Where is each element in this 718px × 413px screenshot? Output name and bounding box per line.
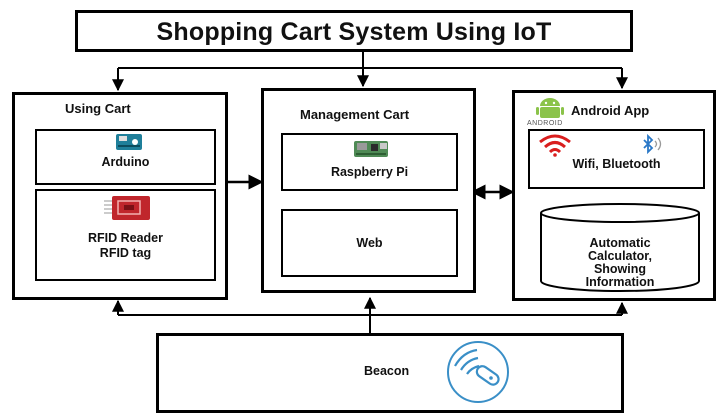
bluetooth-icon bbox=[643, 133, 662, 155]
management-cart-box: Management Cart Raspberry Pi Web bbox=[261, 88, 476, 293]
arduino-box: Arduino bbox=[35, 129, 216, 185]
beacon-icon bbox=[447, 341, 509, 403]
web-label: Web bbox=[356, 236, 383, 250]
management-cart-label: Management Cart bbox=[300, 107, 410, 122]
rfid-board-icon bbox=[104, 196, 150, 220]
database-cylinder bbox=[540, 203, 700, 292]
android-logo-icon bbox=[536, 98, 564, 118]
android-logo-text: ANDROID bbox=[527, 120, 563, 127]
beacon-box: Beacon bbox=[156, 333, 624, 413]
rfid-box: RFID Reader RFID tag bbox=[35, 189, 216, 281]
raspberry-pi-board-icon bbox=[354, 141, 388, 157]
raspberry-pi-label: Raspberry Pi bbox=[330, 165, 409, 179]
arduino-label: Arduino bbox=[101, 155, 150, 169]
database-line-1: Automatic bbox=[589, 236, 651, 250]
android-app-box: ANDROID Android App Wifi, Bluetooth Auto… bbox=[512, 90, 716, 301]
title-box: Shopping Cart System Using IoT bbox=[75, 10, 633, 52]
rfid-tag-label: RFID tag bbox=[99, 246, 152, 260]
database-line-3: Showing bbox=[593, 262, 647, 276]
beacon-label: Beacon bbox=[364, 364, 410, 378]
arduino-board-icon bbox=[116, 134, 142, 150]
wifi-bluetooth-box: Wifi, Bluetooth bbox=[528, 129, 705, 189]
raspberry-pi-box: Raspberry Pi bbox=[281, 133, 458, 191]
android-app-label: Android App bbox=[571, 103, 650, 118]
database-line-4: Information bbox=[585, 275, 655, 289]
using-cart-label: Using Cart bbox=[65, 101, 131, 116]
database-line-2: Calculator, bbox=[588, 249, 652, 263]
diagram-title: Shopping Cart System Using IoT bbox=[156, 18, 552, 46]
web-box: Web bbox=[281, 209, 458, 277]
wifi-bluetooth-label: Wifi, Bluetooth bbox=[572, 157, 661, 171]
using-cart-box: Using Cart Arduino RFID Reader RFID tag bbox=[12, 92, 228, 300]
wifi-icon bbox=[539, 134, 571, 157]
rfid-reader-label: RFID Reader bbox=[87, 231, 164, 245]
